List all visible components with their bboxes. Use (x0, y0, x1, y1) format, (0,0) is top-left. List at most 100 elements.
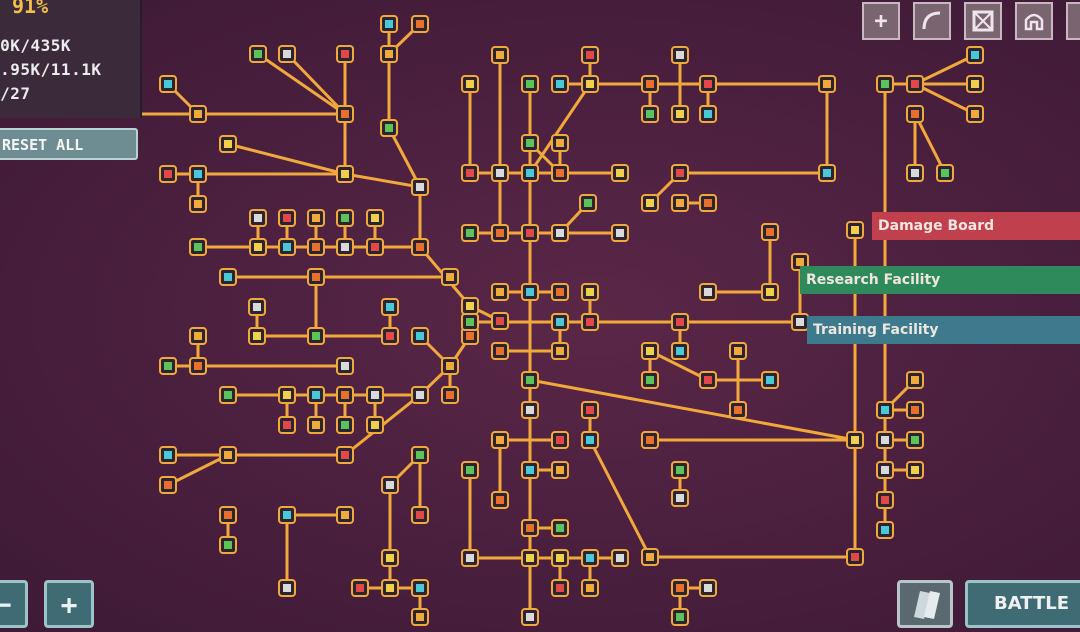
tech-node[interactable] (551, 224, 569, 242)
tech-node[interactable] (411, 506, 429, 524)
tech-node[interactable] (581, 313, 599, 331)
tech-node[interactable] (846, 431, 864, 449)
tech-node[interactable] (491, 46, 509, 64)
tech-node[interactable] (551, 549, 569, 567)
tech-node[interactable] (579, 194, 597, 212)
tech-node[interactable] (581, 401, 599, 419)
tech-node[interactable] (219, 536, 237, 554)
tech-node[interactable] (159, 75, 177, 93)
tech-node[interactable] (366, 386, 384, 404)
tech-node[interactable] (671, 46, 689, 64)
tech-node[interactable] (411, 15, 429, 33)
tech-node[interactable] (219, 268, 237, 286)
tech-node[interactable] (189, 165, 207, 183)
tech-node[interactable] (336, 446, 354, 464)
tech-node[interactable] (351, 579, 369, 597)
tech-node[interactable] (521, 519, 539, 537)
arc-icon[interactable] (913, 2, 951, 40)
tech-node[interactable] (336, 45, 354, 63)
reset-all-button[interactable]: RESET ALL (0, 128, 138, 160)
tech-node[interactable] (521, 371, 539, 389)
tech-node[interactable] (818, 75, 836, 93)
tech-node[interactable] (581, 283, 599, 301)
tech-node[interactable] (249, 238, 267, 256)
tech-node[interactable] (381, 579, 399, 597)
tech-node[interactable] (521, 164, 539, 182)
tech-node[interactable] (307, 416, 325, 434)
tech-node[interactable] (278, 506, 296, 524)
tech-node[interactable] (411, 238, 429, 256)
tech-node[interactable] (411, 608, 429, 626)
tech-node[interactable] (336, 386, 354, 404)
tech-node[interactable] (441, 268, 459, 286)
plus-icon[interactable]: + (862, 2, 900, 40)
tech-node[interactable] (906, 75, 924, 93)
tech-node[interactable] (189, 327, 207, 345)
tech-node[interactable] (906, 371, 924, 389)
tech-node[interactable] (671, 194, 689, 212)
tech-node[interactable] (641, 371, 659, 389)
tech-node[interactable] (521, 401, 539, 419)
tech-node[interactable] (551, 431, 569, 449)
tech-node[interactable] (189, 357, 207, 375)
tech-node[interactable] (581, 431, 599, 449)
tech-node[interactable] (876, 75, 894, 93)
tech-node[interactable] (249, 209, 267, 227)
tech-node[interactable] (876, 491, 894, 509)
tech-node[interactable] (336, 506, 354, 524)
tech-node[interactable] (248, 298, 266, 316)
tech-node[interactable] (581, 46, 599, 64)
tech-node[interactable] (381, 298, 399, 316)
tech-node[interactable] (491, 312, 509, 330)
tech-node[interactable] (249, 45, 267, 63)
tech-node[interactable] (307, 386, 325, 404)
tech-node[interactable] (278, 209, 296, 227)
tech-node[interactable] (278, 386, 296, 404)
tech-node[interactable] (876, 521, 894, 539)
zoom-out-button[interactable]: − (0, 580, 28, 628)
tech-node[interactable] (159, 165, 177, 183)
tech-node[interactable] (336, 238, 354, 256)
tech-node[interactable] (641, 342, 659, 360)
tech-node[interactable] (551, 342, 569, 360)
tech-node[interactable] (491, 431, 509, 449)
tech-node[interactable] (219, 446, 237, 464)
tech-node[interactable] (380, 15, 398, 33)
tech-node[interactable] (761, 371, 779, 389)
tech-node[interactable] (611, 224, 629, 242)
tech-node[interactable] (491, 342, 509, 360)
tech-node[interactable] (307, 268, 325, 286)
tech-node[interactable] (906, 105, 924, 123)
tech-node[interactable] (521, 283, 539, 301)
tech-node[interactable] (729, 342, 747, 360)
tech-node[interactable] (381, 476, 399, 494)
tech-node[interactable] (380, 45, 398, 63)
damage-board-banner[interactable]: Damage Board (872, 212, 1080, 240)
tech-node[interactable] (248, 327, 266, 345)
tech-node[interactable] (581, 549, 599, 567)
tech-node[interactable] (441, 386, 459, 404)
tech-node[interactable] (521, 461, 539, 479)
tech-node[interactable] (551, 283, 569, 301)
tech-node[interactable] (671, 164, 689, 182)
tech-node[interactable] (551, 75, 569, 93)
tech-node[interactable] (671, 608, 689, 626)
tech-node[interactable] (336, 165, 354, 183)
tech-node[interactable] (307, 209, 325, 227)
tech-node[interactable] (551, 579, 569, 597)
tech-node[interactable] (671, 313, 689, 331)
tech-node[interactable] (159, 357, 177, 375)
crossed-box-icon[interactable] (964, 2, 1002, 40)
tech-node[interactable] (818, 164, 836, 182)
tech-node[interactable] (551, 164, 569, 182)
tech-node[interactable] (671, 489, 689, 507)
tech-node[interactable] (461, 224, 479, 242)
tech-node[interactable] (336, 209, 354, 227)
research-facility-banner[interactable]: Research Facility (800, 266, 1080, 294)
tech-node[interactable] (521, 224, 539, 242)
tech-node[interactable] (966, 75, 984, 93)
tech-node[interactable] (966, 46, 984, 64)
tech-node[interactable] (699, 283, 717, 301)
tech-node[interactable] (641, 548, 659, 566)
tech-node[interactable] (641, 431, 659, 449)
